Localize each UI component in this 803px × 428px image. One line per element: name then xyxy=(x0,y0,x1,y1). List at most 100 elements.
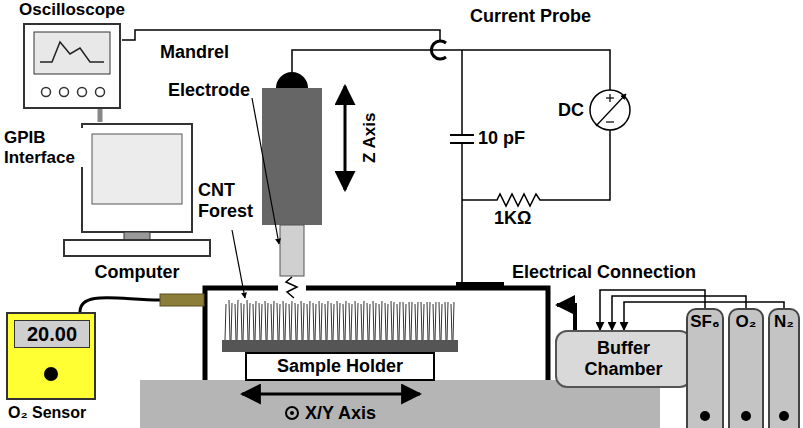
cnt-forest xyxy=(301,301,302,340)
component-value: 1KΩ xyxy=(494,208,531,229)
cnt-forest xyxy=(345,301,346,340)
node-title: Buffer Chamber xyxy=(557,338,690,379)
cnt-forest xyxy=(313,303,314,340)
axis-label: X/Y Axis xyxy=(305,403,376,424)
node-title: SF₆ xyxy=(690,312,719,332)
cnt-forest xyxy=(273,301,274,340)
node-title: Oscilloscope xyxy=(19,0,125,20)
cnt-forest xyxy=(309,301,310,340)
cnt-forest xyxy=(423,304,424,340)
cnt-forest xyxy=(225,300,454,340)
cnt-forest xyxy=(243,304,244,340)
oxygen-sensor: 20.00O₂ Sensor xyxy=(6,312,96,400)
capacitor-symbol xyxy=(450,135,474,143)
cnt-forest xyxy=(339,303,340,340)
cnt-forest xyxy=(327,301,328,340)
gas-line xyxy=(612,296,746,330)
source-label: DC xyxy=(558,100,584,121)
electrical-connection-bar xyxy=(456,282,504,290)
cnt-forest xyxy=(433,304,434,340)
cnt-forest xyxy=(259,303,260,340)
spark xyxy=(286,277,297,298)
cnt-forest xyxy=(285,303,286,340)
node-title: O₂ xyxy=(736,312,757,332)
z-axis-arrow xyxy=(344,86,347,190)
node-title: N₂ xyxy=(774,312,794,332)
cnt-forest xyxy=(237,300,238,340)
cnt-forest xyxy=(381,301,382,340)
cnt-forest xyxy=(253,304,254,340)
cnt-forest xyxy=(315,304,316,340)
cnt-forest xyxy=(279,304,280,340)
node-title: Sample Holder xyxy=(271,356,409,377)
cnt-forest xyxy=(295,303,296,340)
part-label: Mandrel xyxy=(160,42,229,63)
circuit-wire xyxy=(461,50,463,135)
computer-body xyxy=(62,122,212,258)
cnt-forest xyxy=(265,301,266,340)
sensor-cable xyxy=(80,298,160,312)
cnt-forest xyxy=(415,304,416,340)
cnt-forest xyxy=(241,303,242,340)
part-label: CNT Forest xyxy=(198,180,264,221)
cnt-forest xyxy=(271,304,272,340)
part-label: Electrical Connection xyxy=(512,262,696,283)
dc-source-symbol xyxy=(590,90,630,130)
cnt-forest xyxy=(379,304,380,340)
cnt-forest xyxy=(229,300,230,340)
axis-label: Z Axis xyxy=(360,113,380,163)
cnt-forest xyxy=(321,303,322,340)
cnt-forest xyxy=(319,301,320,340)
cnt-forest xyxy=(325,304,326,340)
resistor-symbol xyxy=(495,194,545,206)
cnt-forest xyxy=(331,303,332,340)
cnt-forest xyxy=(435,302,436,340)
cnt-forest xyxy=(391,301,392,340)
mandrel xyxy=(276,72,308,88)
cnt-forest xyxy=(385,303,386,340)
cnt-forest xyxy=(421,302,422,340)
oscilloscope-body xyxy=(22,22,122,110)
cnt-forest xyxy=(235,304,236,340)
gas-cylinder: SF₆ xyxy=(686,308,724,428)
cnt-forest xyxy=(411,302,412,340)
cnt-forest xyxy=(441,304,442,340)
leader-line xyxy=(232,230,245,298)
cnt-forest xyxy=(361,304,362,340)
gas-cylinder: N₂ xyxy=(768,308,800,428)
circuit-wire xyxy=(461,143,463,282)
cnt-forest xyxy=(337,301,338,340)
cnt-forest xyxy=(387,304,388,340)
cnt-forest xyxy=(249,303,250,340)
cnt-forest xyxy=(291,301,292,340)
cnt-forest xyxy=(447,302,448,340)
cnt-forest xyxy=(343,304,344,340)
cnt-forest xyxy=(355,301,356,340)
cnt-forest xyxy=(417,302,418,340)
cnt-forest xyxy=(349,303,350,340)
cnt-forest xyxy=(363,301,364,340)
cnt-forest xyxy=(261,304,262,340)
cnt-forest xyxy=(403,302,404,340)
probe-label: Current Probe xyxy=(470,6,591,27)
cnt-forest xyxy=(267,303,268,340)
cnt-forest xyxy=(333,304,334,340)
leader-line xyxy=(252,98,279,244)
xy-axis-arrow xyxy=(242,393,420,396)
cnt-forest xyxy=(225,304,226,340)
cnt-forest xyxy=(445,302,446,340)
edge-label: GPIB Interface xyxy=(4,128,84,167)
cnt-forest xyxy=(283,301,284,340)
leader-line xyxy=(232,98,279,298)
xy-axis-arrow xyxy=(290,411,294,415)
dc-source-symbol xyxy=(596,94,626,126)
cnt-forest xyxy=(369,304,370,340)
cnt-forest xyxy=(289,304,290,340)
cnt-forest xyxy=(373,301,374,340)
cnt-forest xyxy=(409,302,410,340)
xy-axis-arrow xyxy=(286,407,298,419)
component-value: 10 pF xyxy=(478,128,525,149)
node-title: Computer xyxy=(62,262,212,283)
capacitor-symbol xyxy=(450,142,474,144)
